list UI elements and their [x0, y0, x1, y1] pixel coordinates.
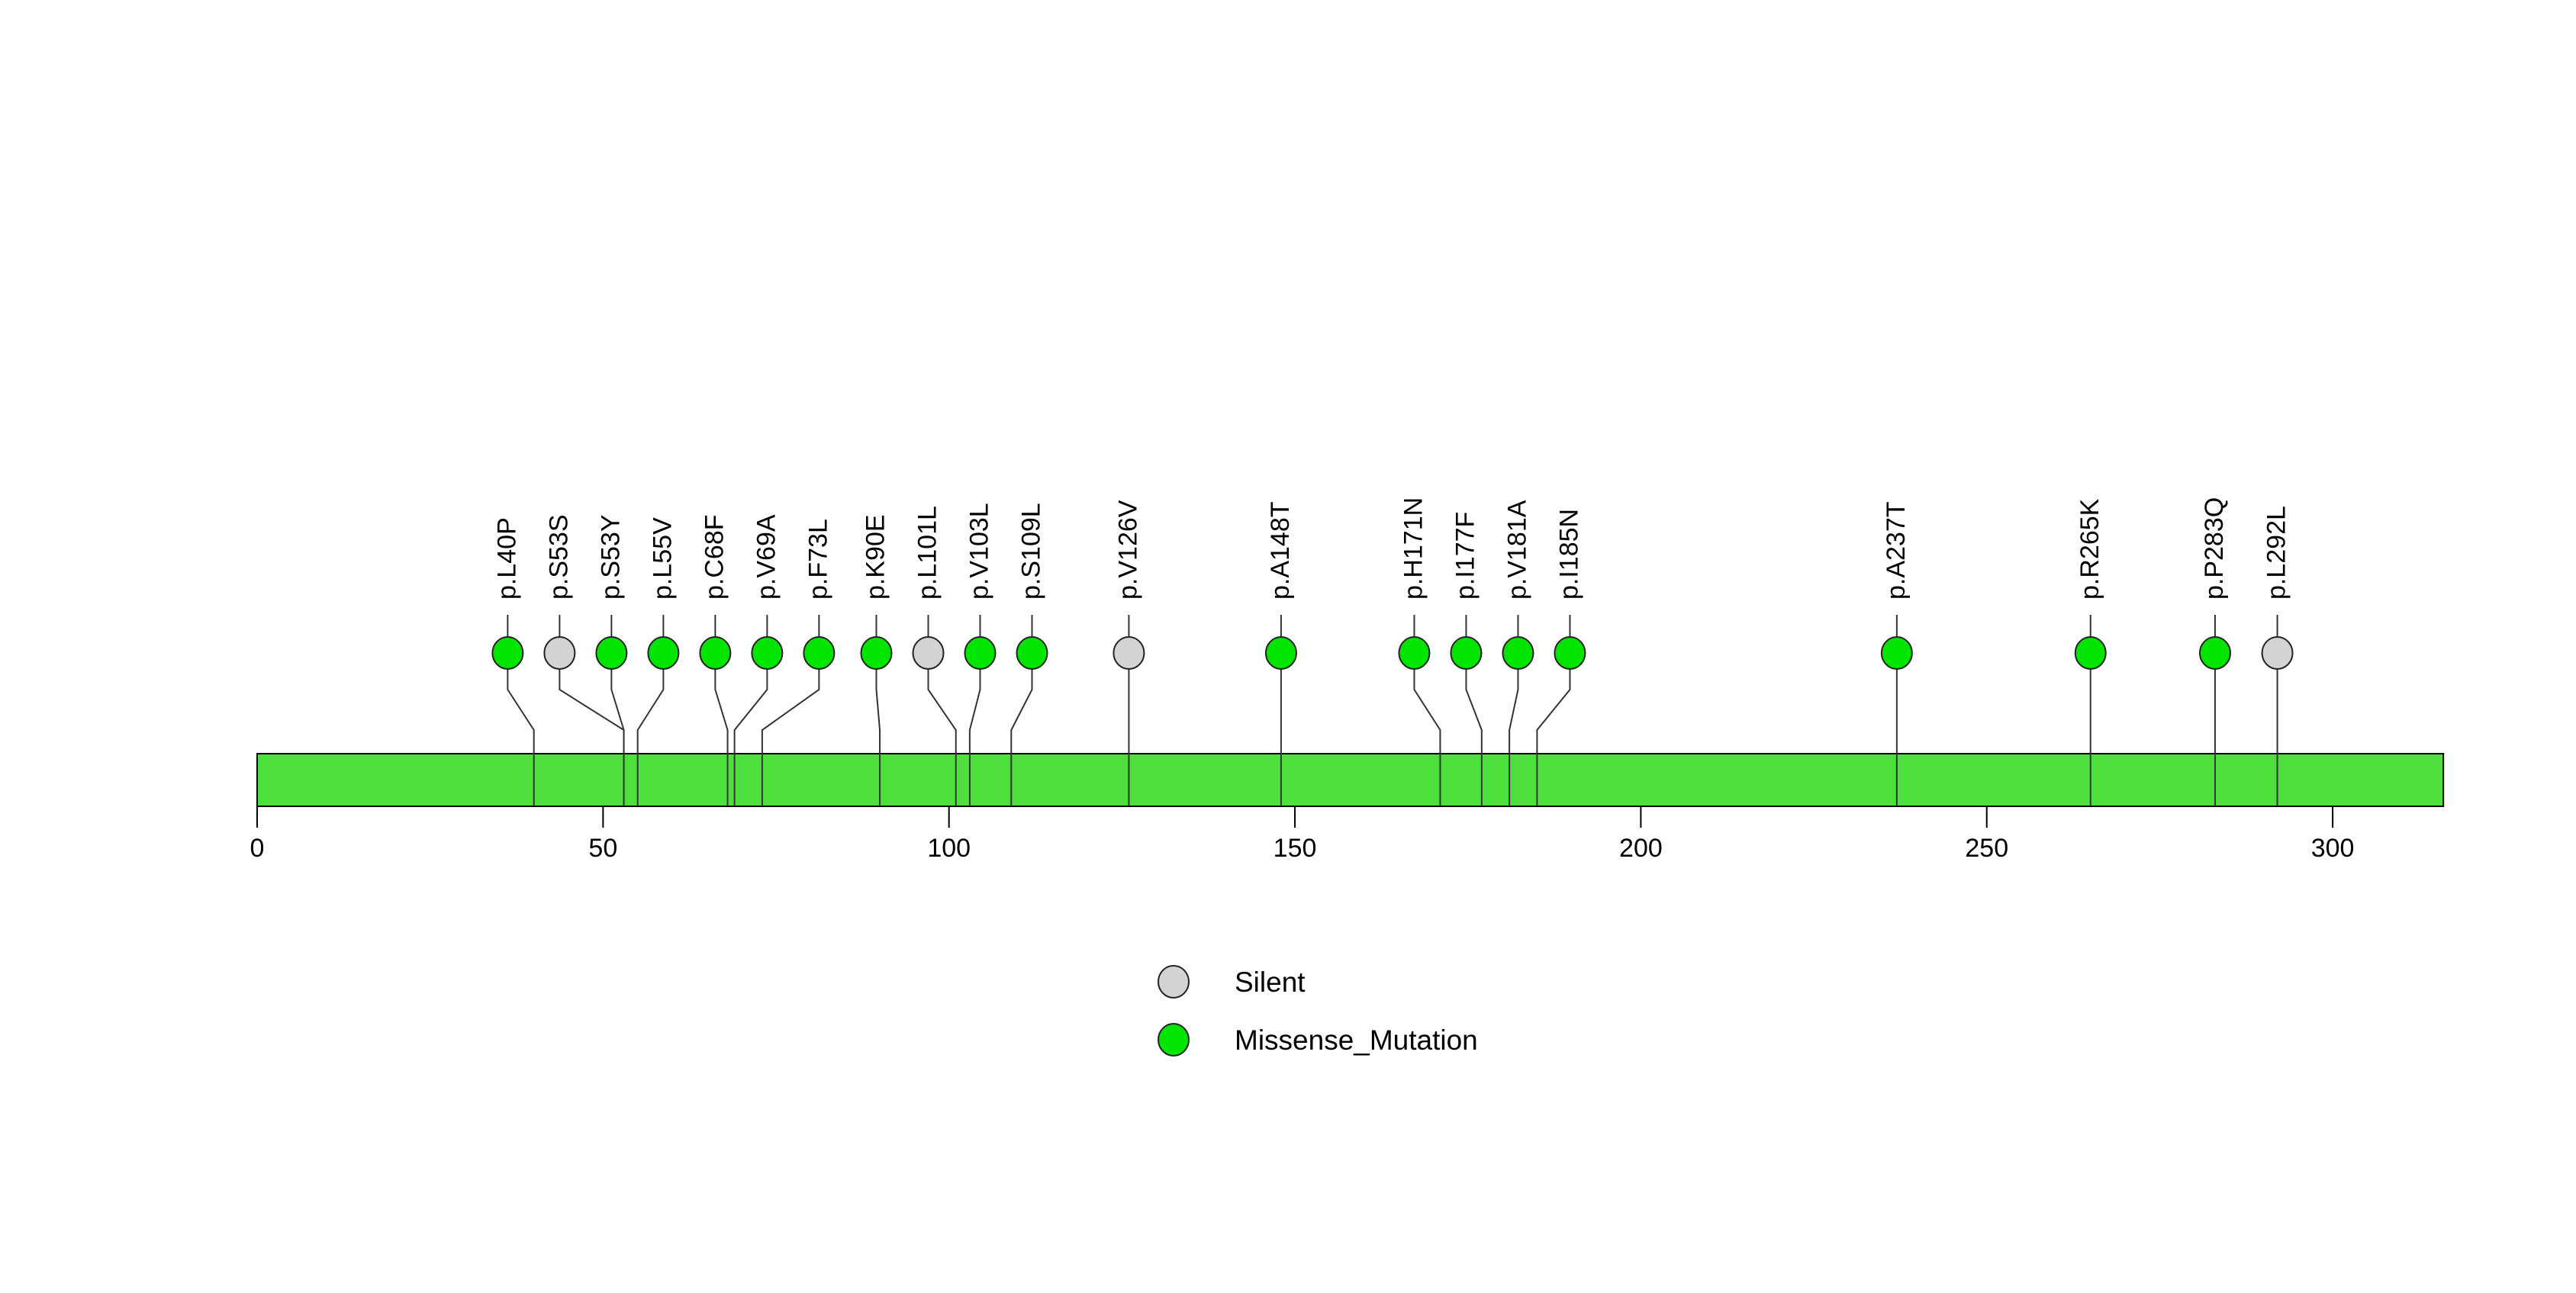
mutation-circle	[2074, 636, 2107, 670]
mutation-label: p.C68F	[700, 515, 729, 600]
axis-tick-label: 50	[588, 834, 617, 863]
mutation-label: p.R265K	[2075, 498, 2104, 600]
mutation-label: p.P283Q	[2200, 497, 2229, 600]
mutation-circle	[1502, 636, 1534, 670]
mutation-connector	[733, 653, 768, 806]
mutation-connector	[1465, 653, 1483, 806]
mutation-circle	[751, 636, 784, 670]
mutation-label: p.S53S	[544, 514, 573, 600]
mutation-label: p.K90E	[861, 514, 890, 600]
mutation-label: p.A237T	[1882, 501, 1911, 600]
axis-tick-label: 100	[927, 834, 971, 863]
mutation-label: p.A148T	[1266, 501, 1295, 600]
mutation-circle	[699, 636, 732, 670]
mutation-circle	[595, 636, 628, 670]
mutation-label: p.I185N	[1554, 509, 1583, 600]
mutation-connector	[507, 653, 535, 806]
mutation-label: p.L40P	[492, 517, 521, 600]
mutation-label: p.V69A	[752, 514, 781, 600]
mutation-connector	[1413, 653, 1441, 806]
mutation-label: p.V103L	[965, 503, 994, 600]
mutation-connector	[610, 653, 625, 806]
mutation-label: p.L292L	[2262, 506, 2291, 600]
mutation-circle	[1016, 636, 1048, 670]
mutation-circle	[647, 636, 680, 670]
mutation-label: p.L55V	[648, 517, 677, 600]
mutation-circle	[964, 636, 997, 670]
mutation-connector	[1509, 653, 1519, 806]
legend-swatch-missense_mutation	[1158, 1023, 1190, 1057]
mutation-connector	[1010, 653, 1033, 806]
mutation-connector	[927, 653, 957, 806]
mutation-label: p.S109L	[1017, 503, 1046, 600]
axis-tick-label: 300	[2311, 834, 2355, 863]
mutation-connector	[636, 653, 665, 806]
mutation-circle	[860, 636, 893, 670]
mutation-connector	[875, 653, 881, 806]
mutation-circle	[803, 636, 836, 670]
mutation-circle	[1264, 636, 1297, 670]
mutation-circle	[491, 636, 524, 670]
mutation-circle	[1450, 636, 1483, 670]
legend-swatch-silent	[1158, 965, 1190, 999]
protein-bar	[256, 753, 2445, 807]
mutation-circle	[1880, 636, 1913, 670]
legend-label: Silent	[1235, 967, 1306, 998]
mutation-connector	[968, 653, 981, 806]
mutation-circle	[1398, 636, 1431, 670]
mutation-circle	[543, 636, 576, 670]
mutation-label: p.S53Y	[596, 514, 625, 600]
mutation-connector	[714, 653, 729, 806]
mutation-label: p.H171N	[1399, 497, 1428, 600]
axis-tick-label: 200	[1619, 834, 1663, 863]
legend-label: Missense_Mutation	[1235, 1024, 1478, 1056]
mutation-label: p.V126V	[1113, 500, 1142, 600]
axis-tick-label: 150	[1274, 834, 1317, 863]
mutation-label: p.V181A	[1502, 500, 1531, 600]
mutation-circle	[1113, 636, 1145, 670]
mutation-connector	[1536, 653, 1571, 806]
mutation-circle	[1554, 636, 1586, 670]
mutation-circle	[2198, 636, 2231, 670]
mutation-label: p.L101L	[913, 506, 942, 600]
mutation-connector	[761, 653, 820, 806]
mutation-circle	[912, 636, 945, 670]
mutation-label: p.F73L	[803, 519, 832, 600]
mutation-label: p.I177F	[1451, 512, 1480, 600]
axis-tick-label: 250	[1965, 834, 2008, 863]
axis-tick-label: 0	[250, 834, 265, 863]
mutation-circle	[2261, 636, 2294, 670]
